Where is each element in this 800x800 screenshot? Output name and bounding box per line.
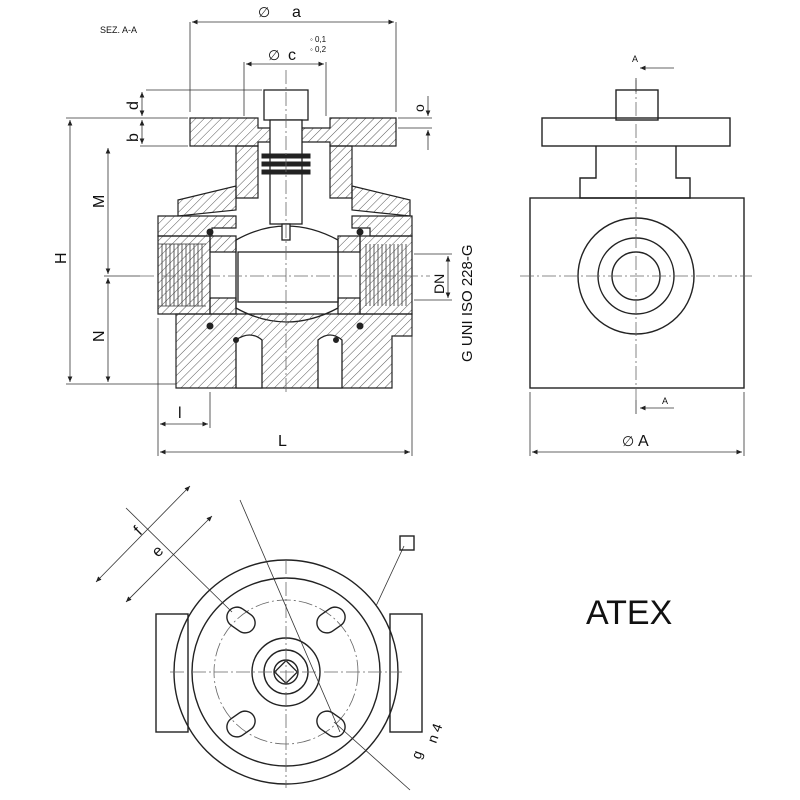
side-stem	[615, 89, 659, 121]
section-mark-bottom: A	[662, 396, 668, 406]
dim-o: o	[411, 104, 427, 112]
tolerance-lower: 0,2	[315, 45, 327, 54]
seat-left	[209, 235, 237, 315]
dim-d: d	[125, 101, 142, 110]
diameter-symbol: ∅	[268, 47, 280, 63]
dim-A: A	[638, 433, 649, 450]
port-stub-left	[155, 613, 189, 733]
section-title: SEZ. A-A	[100, 25, 137, 35]
ball-bore	[237, 251, 339, 303]
side-view: A A ∅ A	[520, 54, 752, 456]
tolerance-symbol: ◦	[310, 45, 313, 54]
mounting-slots	[226, 606, 346, 738]
port-stub-right	[389, 613, 423, 733]
dim-l: l	[178, 405, 182, 422]
thread-standard-label: G UNI ISO 228-G	[459, 244, 476, 362]
dim-H: H	[53, 252, 70, 264]
dim-g: g	[408, 748, 426, 761]
tolerance-symbol: ◦	[310, 35, 313, 44]
dim-N: N	[91, 330, 108, 342]
side-neck	[579, 146, 691, 199]
diameter-symbol: ∅	[258, 4, 270, 20]
section-view: SEZ. A-A	[53, 4, 476, 456]
dim-n4: n 4	[424, 721, 446, 745]
thread-lines-left	[161, 244, 203, 306]
side-body	[529, 197, 745, 389]
top-view: f e g n 4	[95, 485, 446, 791]
dim-DN: DN	[431, 274, 447, 294]
seat-right	[337, 235, 361, 315]
atex-label: ATEX	[586, 594, 672, 632]
section-mark-top: A	[632, 54, 638, 64]
body-lower	[175, 313, 413, 389]
dim-b: b	[125, 133, 142, 142]
dim-L: L	[278, 433, 287, 450]
diameter-symbol: ∅	[622, 433, 634, 449]
thread-lines-right	[365, 244, 407, 306]
dim-a: a	[292, 4, 301, 21]
tolerance-upper: 0,1	[315, 35, 327, 44]
square-symbol	[399, 535, 415, 551]
dim-M: M	[91, 195, 108, 208]
dim-c: c	[288, 47, 296, 64]
